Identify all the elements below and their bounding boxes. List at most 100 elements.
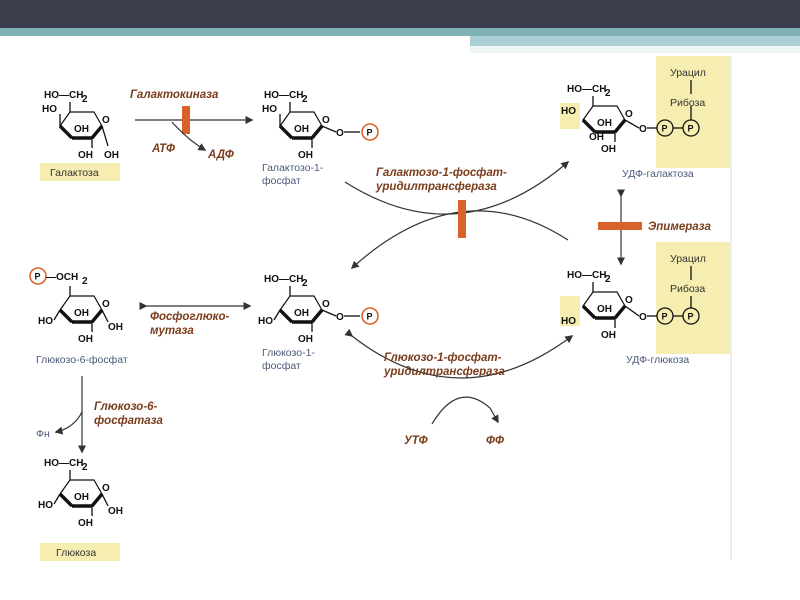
header-bar-teal-right bbox=[470, 36, 800, 46]
svg-text:OH: OH bbox=[74, 308, 89, 319]
svg-text:O: O bbox=[336, 128, 344, 139]
svg-text:P: P bbox=[662, 312, 668, 322]
svg-text:P: P bbox=[367, 128, 373, 138]
svg-text:P: P bbox=[688, 312, 694, 322]
utp-label: УТФ bbox=[404, 435, 428, 447]
svg-text:—OCH: —OCH bbox=[46, 272, 78, 283]
svg-text:OH: OH bbox=[78, 518, 93, 529]
atp-adp-curve bbox=[171, 121, 207, 151]
svg-text:HO: HO bbox=[38, 316, 53, 327]
svg-text:HO—CH: HO—CH bbox=[264, 274, 303, 285]
svg-text:P: P bbox=[662, 124, 668, 134]
svg-text:P: P bbox=[688, 124, 694, 134]
galactose-label-box bbox=[40, 163, 120, 181]
galactose-1-phosphate-label-1: Галактозо-1- bbox=[262, 162, 324, 174]
udp-glucose-structure: HO—CH 2 O OH HO OH O P P bbox=[561, 270, 700, 341]
udp-glucose-uracil-ribose-box bbox=[656, 242, 730, 354]
glucose-6-phosphatase-label-2: фосфатаза bbox=[94, 415, 164, 427]
galactose-structure: HO—CH 2 O HO OH OH OH bbox=[42, 90, 119, 161]
svg-text:2: 2 bbox=[302, 278, 308, 289]
svg-text:OH: OH bbox=[601, 144, 616, 155]
svg-text:O: O bbox=[102, 115, 110, 126]
svg-text:OH: OH bbox=[74, 124, 89, 135]
udp-glucose-ribose-label: Рибоза bbox=[670, 283, 705, 295]
svg-text:2: 2 bbox=[605, 274, 611, 285]
svg-text:HO—CH: HO—CH bbox=[567, 270, 606, 281]
svg-text:OH: OH bbox=[108, 506, 123, 517]
udp-galactose-structure: HO—CH 2 O HO OH OH OH O P P bbox=[561, 84, 700, 155]
glucose-1-phosphate-label-1: Глюкозо-1- bbox=[262, 347, 315, 359]
svg-text:2: 2 bbox=[82, 462, 88, 473]
svg-text:OH: OH bbox=[78, 150, 93, 161]
svg-text:2: 2 bbox=[605, 88, 611, 99]
svg-text:HO: HO bbox=[42, 104, 57, 115]
content-panel bbox=[470, 46, 800, 53]
svg-text:OH: OH bbox=[294, 308, 309, 319]
svg-text:O: O bbox=[639, 124, 647, 135]
svg-text:O: O bbox=[336, 312, 344, 323]
glucose-6-phosphate-label: Глюкозо-6-фосфат bbox=[36, 354, 128, 366]
svg-text:2: 2 bbox=[82, 94, 88, 105]
svg-text:O: O bbox=[322, 115, 330, 126]
svg-text:OH: OH bbox=[597, 118, 612, 129]
utp-pp-curve bbox=[431, 396, 499, 425]
galactokinase-block bbox=[182, 106, 190, 134]
pi-release-curve bbox=[54, 411, 83, 435]
svg-text:OH: OH bbox=[298, 150, 313, 161]
epimerase-block bbox=[598, 222, 642, 230]
glc1p-ut-label-2: уридилтрансфераза bbox=[383, 366, 505, 378]
udp-galactose-uracil-ribose-box bbox=[656, 56, 730, 168]
svg-text:OH: OH bbox=[78, 334, 93, 345]
svg-text:HO: HO bbox=[258, 316, 273, 327]
svg-text:O: O bbox=[625, 109, 633, 120]
svg-text:OH: OH bbox=[298, 334, 313, 345]
pi-label: Фн bbox=[36, 428, 50, 440]
pp-label: ФФ bbox=[486, 435, 504, 447]
svg-text:HO: HO bbox=[561, 316, 576, 327]
phosphoglucomutase-label-1: Фосфоглюко- bbox=[150, 311, 230, 323]
atp-label: АТФ bbox=[151, 143, 175, 155]
galt-label-2: уридилтрансфераза bbox=[375, 181, 497, 193]
svg-text:O: O bbox=[322, 299, 330, 310]
svg-text:OH: OH bbox=[104, 150, 119, 161]
svg-text:HO—CH: HO—CH bbox=[567, 84, 606, 95]
udp-galactose-ho-highlight bbox=[560, 103, 580, 129]
svg-text:HO: HO bbox=[262, 104, 277, 115]
adp-label: АДФ bbox=[207, 149, 234, 161]
galactose-label: Галактоза bbox=[50, 167, 99, 179]
svg-text:OH: OH bbox=[294, 124, 309, 135]
udp-galactose-ribose-label: Рибоза bbox=[670, 97, 705, 109]
svg-text:2: 2 bbox=[302, 94, 308, 105]
glc1p-ut-arc bbox=[344, 328, 574, 379]
epimerase-label: Эпимераза bbox=[648, 221, 712, 233]
svg-text:OH: OH bbox=[597, 304, 612, 315]
svg-text:HO—CH: HO—CH bbox=[264, 90, 303, 101]
header-bar-teal bbox=[0, 28, 800, 36]
udp-galactose-label: УДФ-галактоза bbox=[622, 168, 694, 180]
svg-text:P: P bbox=[35, 272, 41, 282]
udp-glucose-label: УДФ-глюкоза bbox=[626, 354, 689, 366]
galactose-1-phosphate-structure: HO—CH 2 O HO OH OH O P bbox=[262, 90, 379, 161]
galt-label-1: Галактозо-1-фосфат- bbox=[376, 167, 507, 179]
glucose-6-phosphatase-label-1: Глюкозо-6- bbox=[94, 401, 158, 413]
svg-text:HO—CH: HO—CH bbox=[44, 90, 83, 101]
svg-text:O: O bbox=[102, 299, 110, 310]
udp-glucose-uracil-label: Урацил bbox=[670, 253, 706, 265]
svg-text:O: O bbox=[639, 312, 647, 323]
svg-text:OH: OH bbox=[74, 492, 89, 503]
glc1p-ut-label-1: Глюкозо-1-фосфат- bbox=[384, 352, 502, 364]
udp-glucose-ho-highlight bbox=[560, 296, 580, 326]
svg-text:HO: HO bbox=[561, 106, 576, 117]
svg-text:2: 2 bbox=[82, 276, 88, 287]
galactokinase-label: Галактокиназа bbox=[130, 89, 219, 101]
galt-block bbox=[458, 200, 466, 238]
svg-text:OH: OH bbox=[108, 322, 123, 333]
svg-text:HO: HO bbox=[38, 500, 53, 511]
phosphoglucomutase-label-2: мутаза bbox=[150, 325, 194, 337]
glucose-structure: HO—CH 2 O OH HO OH OH bbox=[38, 458, 123, 529]
glucose-1-phosphate-structure: HO—CH 2 O OH HO OH O P bbox=[258, 274, 379, 345]
glucose-6-phosphate-structure: P —OCH 2 O OH HO OH OH bbox=[29, 267, 123, 345]
header-bar-dark bbox=[0, 0, 800, 28]
svg-text:OH: OH bbox=[589, 132, 604, 143]
